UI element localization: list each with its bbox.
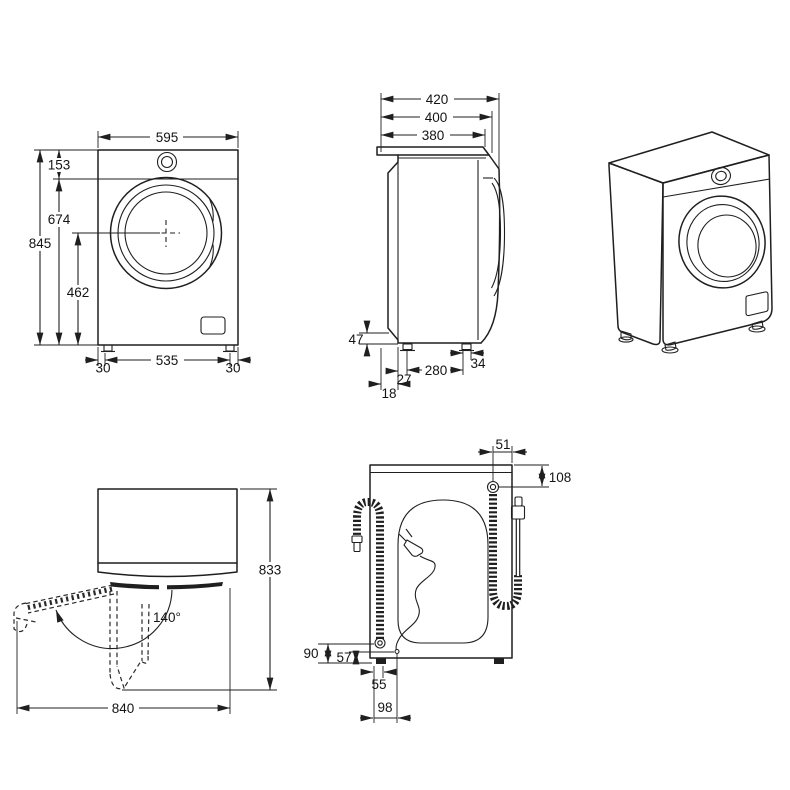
front-panel-label: 153: [48, 158, 71, 173]
swing-angle-label: 140°: [153, 610, 181, 625]
side-depth-worktop-label: 400: [425, 110, 448, 125]
front-view: 595 845 153 674 462 535 30: [26, 130, 251, 376]
power-cord: [394, 528, 436, 655]
front-detergent-knob: [156, 151, 178, 173]
rear-back-panel: [397, 499, 489, 644]
rear-dim-inlet-drop: 108: [538, 465, 572, 487]
side-dim-front-offset: 27: [385, 367, 412, 387]
side-worktop: [376, 146, 490, 156]
side-foot-width-label: 34: [470, 356, 486, 371]
rear-left-foot: [376, 658, 386, 664]
front-right-inset-label: 30: [225, 361, 240, 376]
front-dim-top-to-panel: 153: [45, 149, 74, 180]
front-width-label: 595: [156, 130, 179, 145]
perspective-view: [608, 131, 773, 354]
rear-cabinet: [369, 464, 513, 659]
inlet-hose-connector: [510, 505, 526, 520]
front-dim-height: 845: [26, 149, 55, 346]
front-height-label: 845: [29, 236, 52, 251]
power-plug: [403, 539, 424, 557]
swing-arc: [55, 589, 173, 650]
swing-depth-label: 833: [259, 563, 282, 578]
front-left-inset-label: 30: [95, 361, 110, 376]
door-swing-view: 140° 833 840: [13, 488, 285, 716]
rear-dim-foot-zone: 98: [360, 700, 411, 722]
swing-dim-width-open: 840: [16, 701, 231, 716]
side-rear-offset-label: 18: [381, 386, 396, 401]
front-dim-panel-to-floor: 674: [45, 178, 74, 346]
front-dim-hub-to-floor: 462: [64, 232, 93, 346]
rear-view: 51 108 90 57 55 98: [303, 437, 571, 723]
side-dim-plinth: 47: [348, 320, 371, 357]
side-dim-depth-top: 380: [380, 128, 486, 143]
swing-door-open-140: [13, 584, 115, 633]
rear-inlet-right-label: 51: [495, 437, 510, 452]
side-dim-feet-span: 280: [406, 363, 464, 378]
perspective-door: [678, 195, 766, 289]
front-dim-width: 595: [97, 130, 239, 145]
inlet-hose: [486, 480, 526, 611]
rear-foot-zone-label: 98: [377, 700, 392, 715]
drum-center-crosshair: [153, 220, 180, 247]
side-left-foot: [402, 343, 413, 351]
perspective-feet: [618, 320, 766, 354]
rear-dim-cord-height: 57: [336, 650, 360, 665]
side-front-offset-label: 27: [396, 372, 411, 387]
side-dim-depth-worktop: 400: [380, 110, 493, 125]
rear-dim-inlet-right: 51: [478, 437, 527, 456]
side-door-bulge: [491, 177, 506, 297]
swing-machine-top: [97, 488, 238, 564]
perspective-filter-door: [745, 291, 769, 317]
front-panel-floor-label: 674: [48, 212, 71, 227]
front-feet-span-label: 535: [156, 353, 179, 368]
front-hub-label: 462: [67, 285, 90, 300]
front-dim-feet: 535 30 30: [85, 353, 251, 376]
front-left-foot: [103, 344, 113, 352]
rear-drain-height-label: 90: [303, 646, 318, 661]
side-plinth-label: 47: [348, 332, 363, 347]
side-depth-top-label: 380: [422, 128, 445, 143]
perspective-knob: [710, 166, 732, 186]
rear-dim-foot-width: 55: [360, 668, 397, 692]
side-depth-total-label: 420: [426, 92, 449, 107]
side-dim-rear-offset: 18: [368, 380, 411, 401]
rear-cord-height-label: 57: [336, 650, 351, 665]
swing-width-label: 840: [112, 701, 135, 716]
side-dim-depth-total: 420: [380, 92, 500, 107]
front-filter-door: [200, 316, 226, 335]
side-view: 420 400 380 47 34 280 27: [348, 92, 506, 401]
front-right-foot: [225, 344, 235, 352]
rear-inlet-drop-label: 108: [549, 470, 572, 485]
side-right-foot: [461, 343, 472, 351]
rear-right-foot: [494, 658, 504, 664]
side-dim-foot-width: 34: [450, 349, 486, 371]
swing-dim-depth-open: 833: [255, 488, 285, 691]
rear-foot-width-label: 55: [371, 677, 386, 692]
drain-hose: [351, 497, 386, 649]
side-feet-span-label: 280: [425, 363, 448, 378]
swing-door-open-90: [109, 591, 150, 690]
rear-dim-drain-height: 90: [303, 643, 332, 664]
